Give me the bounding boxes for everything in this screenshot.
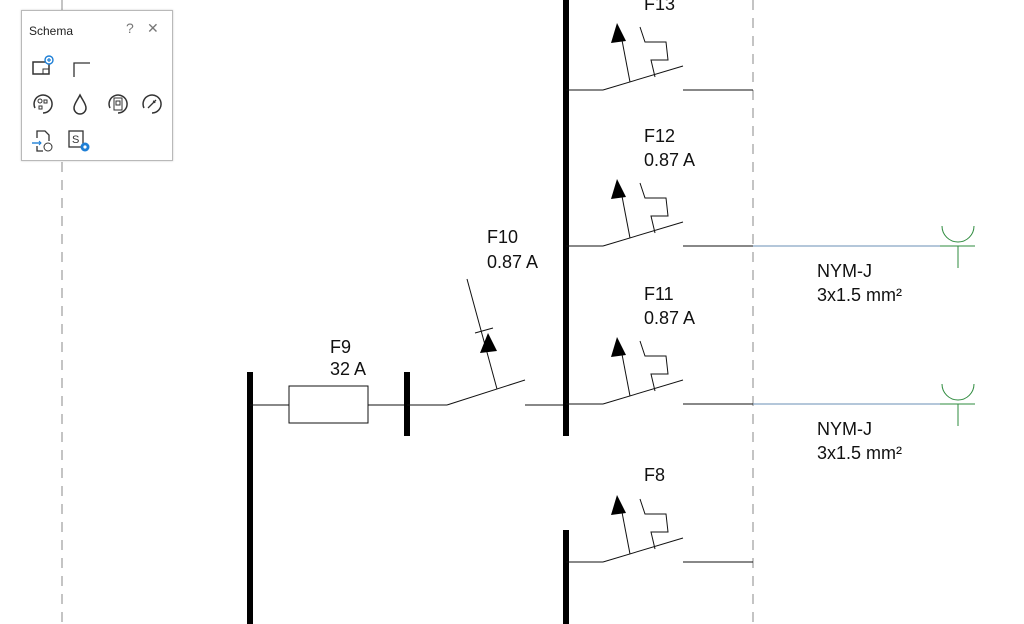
socket-icon bbox=[941, 225, 975, 243]
breaker-f12[interactable] bbox=[566, 179, 753, 247]
cable-1[interactable] bbox=[753, 225, 975, 268]
cable-2-size: 3x1.5 mm² bbox=[817, 443, 902, 463]
circuit-icon[interactable] bbox=[31, 92, 55, 116]
panel-title: Schema bbox=[29, 24, 74, 38]
f10-name: F10 bbox=[487, 227, 518, 247]
cabinet-icon[interactable] bbox=[106, 92, 130, 116]
close-icon[interactable]: ✕ bbox=[147, 20, 159, 36]
breaker-f13[interactable] bbox=[566, 23, 753, 91]
switch-f10[interactable] bbox=[407, 278, 566, 406]
cable-1-type: NYM-J bbox=[817, 261, 872, 281]
f8-name: F8 bbox=[644, 465, 665, 485]
breaker-f8[interactable] bbox=[566, 495, 753, 563]
schema-settings-icon[interactable]: S bbox=[67, 129, 91, 153]
f11-name: F11 bbox=[644, 284, 674, 304]
f12-rating: 0.87 A bbox=[644, 150, 695, 170]
cable-2-type: NYM-J bbox=[817, 419, 872, 439]
cable-1-size: 3x1.5 mm² bbox=[817, 285, 902, 305]
f9-rating: 32 A bbox=[330, 359, 366, 379]
f12-name: F12 bbox=[644, 126, 675, 146]
f13-name: F13 bbox=[644, 0, 675, 14]
plug-icon[interactable] bbox=[140, 92, 164, 116]
cable-2[interactable] bbox=[753, 383, 975, 426]
insert-device-icon[interactable] bbox=[31, 55, 55, 79]
fuse-f9[interactable] bbox=[288, 385, 369, 424]
f9-name: F9 bbox=[330, 337, 351, 357]
corner-line-icon[interactable] bbox=[70, 57, 94, 81]
import-icon[interactable] bbox=[31, 129, 55, 153]
schema-panel: Schema ? ✕ S bbox=[21, 10, 173, 161]
f11-rating: 0.87 A bbox=[644, 308, 695, 328]
socket-icon bbox=[941, 383, 975, 401]
drop-icon[interactable] bbox=[68, 92, 92, 116]
f10-rating: 0.87 A bbox=[487, 252, 538, 272]
question-icon[interactable]: ? bbox=[126, 20, 134, 36]
breaker-f11[interactable] bbox=[566, 337, 753, 405]
svg-text:S: S bbox=[72, 134, 79, 146]
